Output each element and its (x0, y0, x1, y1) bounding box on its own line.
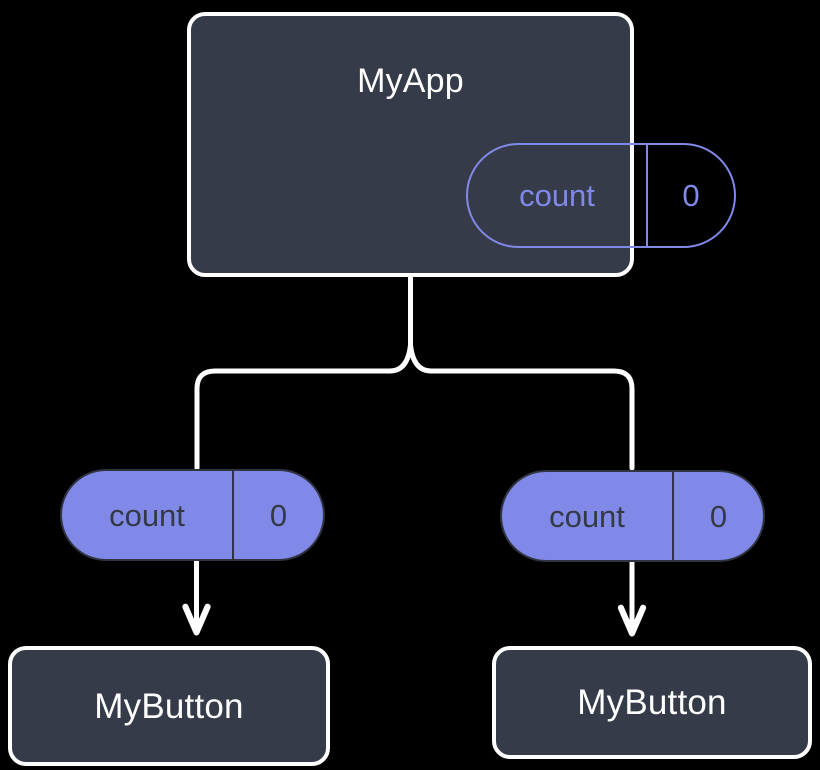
wire-split-right (408, 342, 635, 471)
component-card-mybutton-left[interactable]: MyButton (8, 646, 330, 766)
state-key-label: count (62, 471, 234, 559)
state-pill-left[interactable]: count 0 (60, 469, 325, 561)
state-key-label: count (468, 145, 648, 246)
component-card-mybutton-right[interactable]: MyButton (492, 646, 812, 759)
state-value-label: 0 (269, 497, 288, 533)
wire-split-left (194, 342, 413, 471)
component-card-myapp[interactable]: MyApp count 0 (187, 12, 736, 277)
state-key-label: count (502, 472, 674, 560)
state-pill-right[interactable]: count 0 (500, 470, 765, 562)
state-value-label: 0 (709, 498, 728, 534)
state-value-label: 0 (682, 178, 700, 213)
state-pill-root[interactable]: count 0 (466, 143, 736, 248)
page-title: MyApp (357, 62, 464, 100)
component-title: MyButton (94, 686, 244, 726)
component-title: MyButton (577, 683, 727, 722)
